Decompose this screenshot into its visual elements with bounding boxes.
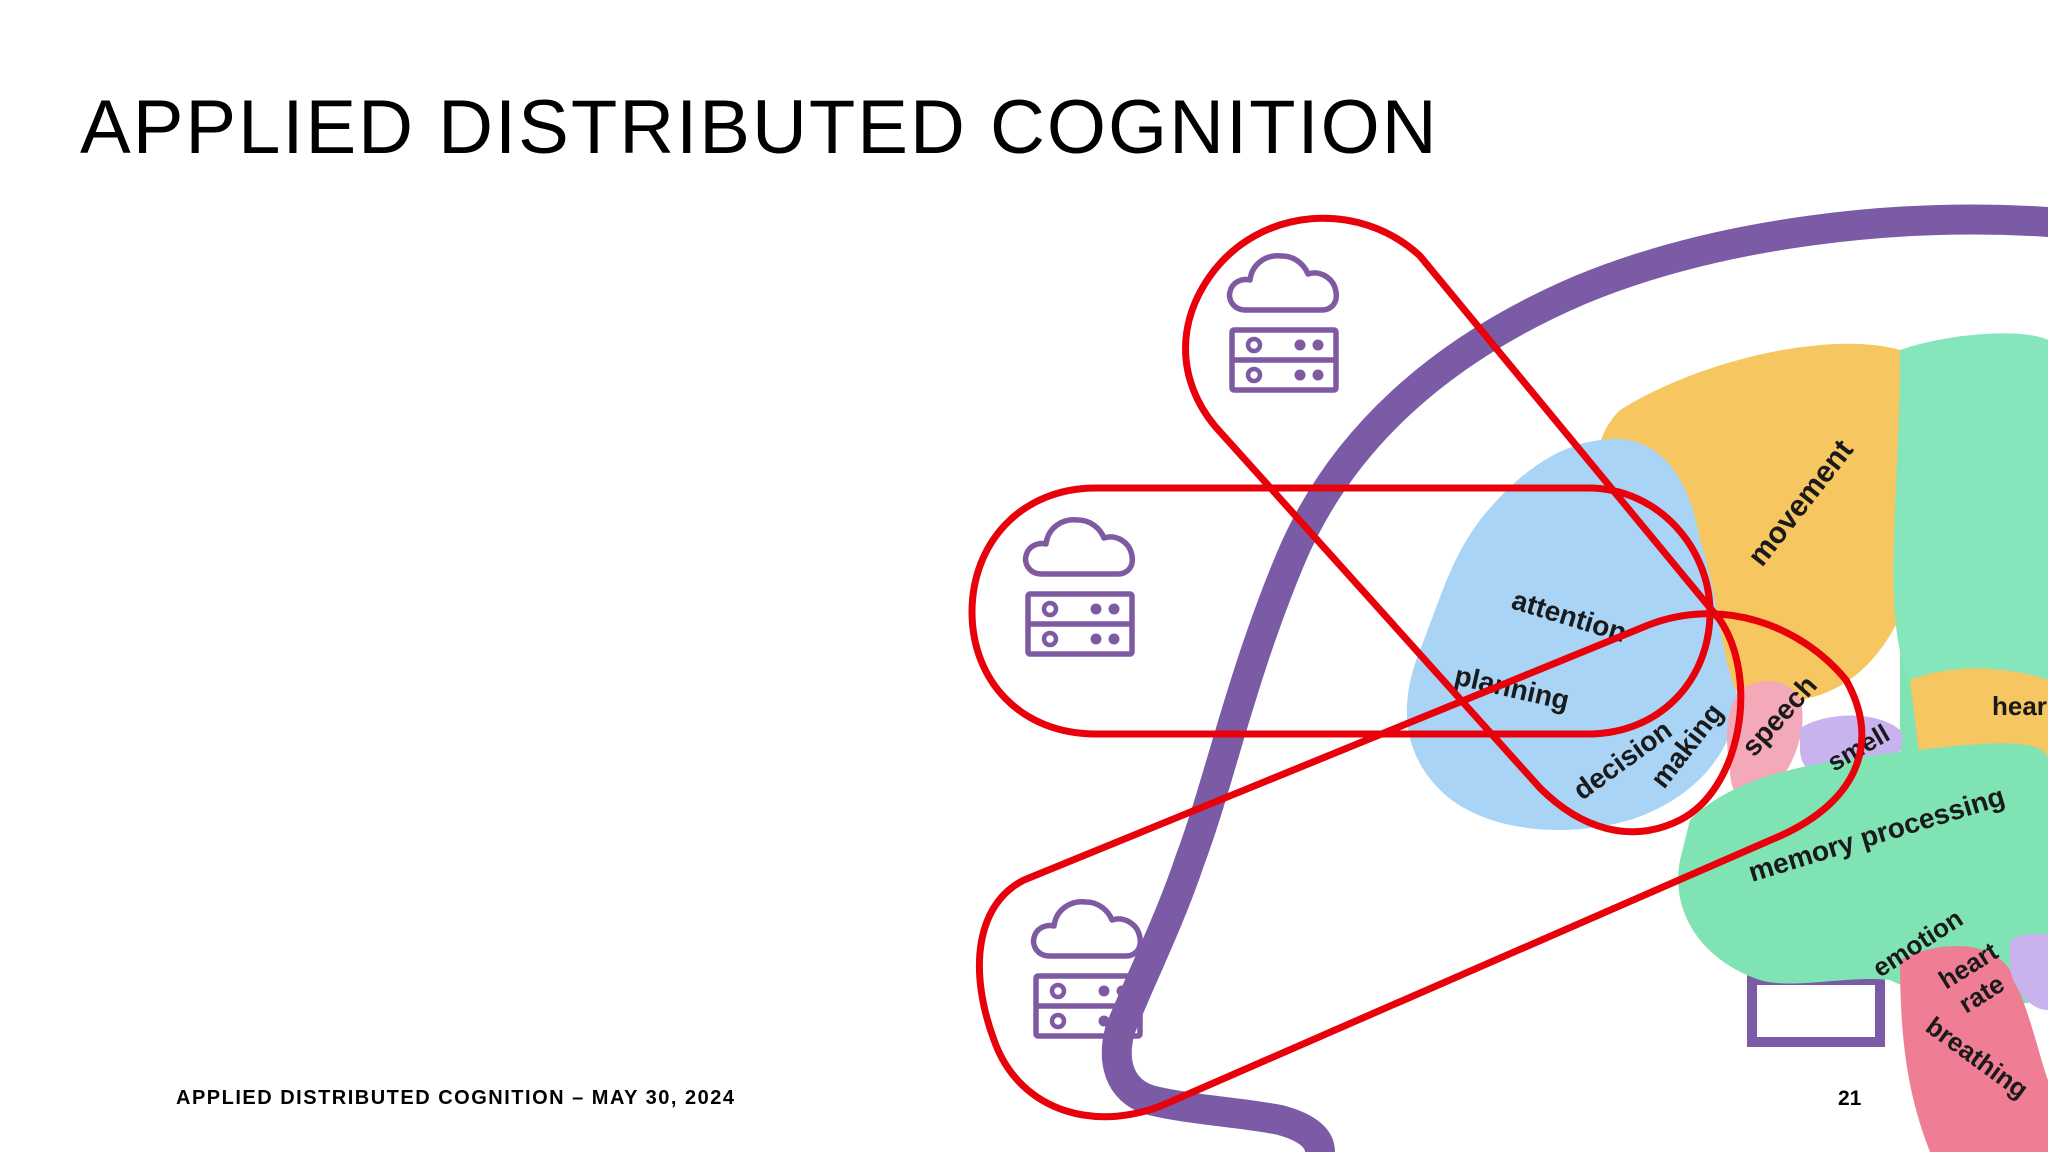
highlight-capsules: [968, 214, 1866, 1121]
cloud-server-icon: [1026, 520, 1133, 654]
capsule-horizontal: [968, 484, 1714, 738]
brainstem: [1900, 946, 2048, 1152]
capsule-diagonal: [1182, 214, 1745, 836]
cloud-server-icon: [1230, 256, 1337, 390]
label-hear: hear: [1992, 691, 2047, 721]
footer-text: APPLIED DISTRIBUTED COGNITION – MAY 30, …: [176, 1087, 736, 1109]
capsule-rising: [975, 610, 1866, 1121]
slide-title: APPLIED DISTRIBUTED COGNITION: [80, 85, 1439, 170]
page-number: 21: [1838, 1087, 1862, 1110]
temporal-lobe: [1678, 743, 2048, 1004]
parietal-upper: [1893, 333, 2048, 700]
cerebellum: [2010, 933, 2048, 1010]
